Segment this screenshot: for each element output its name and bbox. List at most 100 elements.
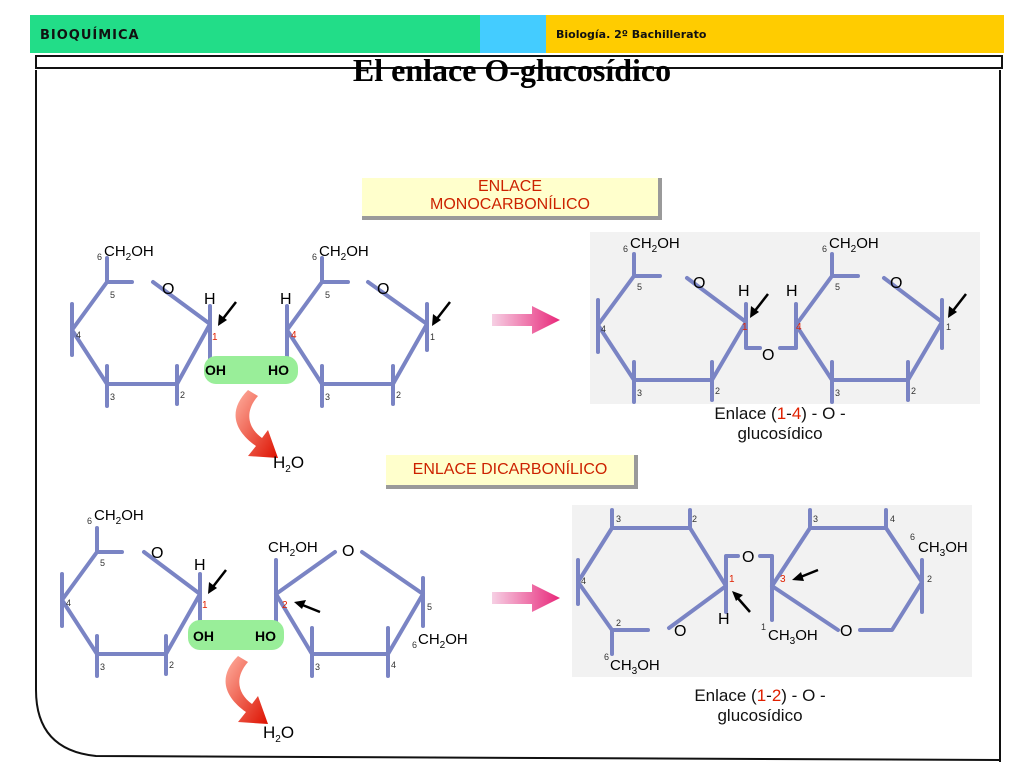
h-label: H (204, 291, 216, 308)
c5-label: 5 (427, 602, 432, 612)
c3-label: 3 (110, 392, 115, 402)
c2-label: 2 (692, 514, 697, 524)
c4-label: 4 (581, 576, 586, 586)
page-title: El enlace O-glucosídico (352, 52, 672, 88)
c5-label: 5 (325, 290, 330, 300)
c2-label: 2 (715, 386, 720, 396)
ch3oh-label: CH3OH (610, 657, 660, 677)
fructose-ring (274, 550, 425, 678)
ch2oh-label: CH2OH (418, 631, 468, 651)
h-label: H (738, 283, 750, 300)
c4-label: 4 (391, 660, 396, 670)
label-mono-line2: MONOCARBONÍLICO (429, 196, 590, 213)
c2-label-red: 3 (780, 574, 786, 585)
caption-maltose: Enlace (1-4) - O - glucosídico (680, 404, 880, 444)
ch2oh-label: CH2OH (319, 243, 369, 263)
c4-label: 4 (66, 598, 71, 608)
ch2oh-label: CH2OH (630, 235, 680, 255)
c3-label: 3 (325, 392, 330, 402)
c6-label: 6 (910, 532, 915, 542)
c4-label-red: 4 (796, 322, 802, 333)
c3-label: 3 (100, 662, 105, 672)
c4-label: 4 (890, 514, 895, 524)
ring-oxygen: O (840, 623, 852, 640)
c1-label: 1 (946, 322, 951, 332)
ring-oxygen: O (162, 281, 174, 298)
oh-label: OH (205, 362, 226, 378)
glycosidic-oxygen: O (742, 549, 754, 566)
h-label: H (194, 557, 206, 574)
curved-arrow-top (235, 390, 278, 458)
maltose-left-ring (596, 252, 762, 404)
header-bar-blue (480, 15, 546, 53)
c2-label: 2 (927, 574, 932, 584)
reaction-arrow-top (492, 306, 560, 334)
sucrose-left-ring (576, 508, 740, 656)
ch2oh-label: CH2OH (268, 539, 318, 559)
c3-label: 3 (616, 514, 621, 524)
c3-label: 3 (813, 514, 818, 524)
header-course: Biología. 2º Bachillerato (556, 28, 707, 41)
c4-label-red: 4 (291, 330, 297, 341)
c3-label: 3 (315, 662, 320, 672)
c6-label: 6 (822, 244, 827, 254)
c3-label: 3 (835, 388, 840, 398)
label-enlace-dicarbonilico: ENLACE DICARBONÍLICO (386, 455, 638, 489)
ring-oxygen: O (693, 275, 705, 292)
caption-maltose-line2: glucosídico (737, 424, 823, 443)
curved-arrow-bottom (225, 656, 268, 724)
c6-label: 6 (97, 252, 102, 262)
ring-oxygen: O (342, 543, 354, 560)
label-mono-line1: ENLACE (477, 178, 543, 195)
glucose-bottom-ring (60, 526, 202, 678)
ring-oxygen: O (377, 281, 389, 298)
ho-label: HO (268, 362, 289, 378)
caption-sucrose: Enlace (1-2) - O - glucosídico (660, 686, 860, 726)
c6-label: 6 (623, 244, 628, 254)
c1-label-red: 1 (742, 322, 748, 333)
c2-label: 2 (616, 618, 621, 628)
c2-label: 2 (911, 386, 916, 396)
c1-label: 1 (430, 332, 435, 342)
water-label: H2O (273, 453, 304, 475)
c5-label: 5 (100, 558, 105, 568)
c6-label: 6 (87, 516, 92, 526)
caption-sucrose-line2: glucosídico (717, 706, 803, 725)
glucose-left-ring (70, 256, 212, 408)
ch2oh-label: CH2OH (829, 235, 879, 255)
c1-label: 1 (761, 622, 766, 632)
ch2oh-label: CH2OH (94, 507, 144, 527)
label-enlace-monocarbonilico: ENLACE MONOCARBONÍLICO (362, 178, 662, 220)
c2-label: 2 (169, 660, 174, 670)
c4-label: 4 (76, 330, 81, 340)
label-di-text: ENLACE DICARBONÍLICO (412, 461, 608, 478)
ho-label: HO (255, 628, 276, 644)
h-label: H (718, 611, 730, 628)
water-pill-bottom (188, 620, 284, 650)
header-section: BIOQUÍMICA (40, 28, 140, 43)
water-pill-top (204, 356, 298, 384)
glycosidic-oxygen: O (762, 347, 774, 364)
h-label: H (280, 291, 292, 308)
glucose-middle-ring (285, 256, 429, 408)
c6-label: 6 (412, 640, 417, 650)
water-label: H2O (263, 723, 294, 745)
ring-oxygen: O (890, 275, 902, 292)
ch3oh-label: CH3OH (918, 539, 968, 559)
c1-label-red: 1 (212, 332, 218, 343)
c5-label: 5 (637, 282, 642, 292)
c2-label: 2 (180, 390, 185, 400)
c5-label: 5 (110, 290, 115, 300)
c6-label: 6 (604, 652, 609, 662)
ch3oh-label: CH3OH (768, 627, 818, 647)
c4-label: 4 (601, 324, 606, 334)
c2-label-red: 2 (282, 600, 288, 611)
caption-maltose-line1: Enlace (1-4) - O - (714, 404, 846, 423)
oh-label: OH (193, 628, 214, 644)
ch2oh-label: CH2OH (104, 243, 154, 263)
pointer-arrows (208, 293, 967, 614)
ring-oxygen: O (151, 545, 163, 562)
